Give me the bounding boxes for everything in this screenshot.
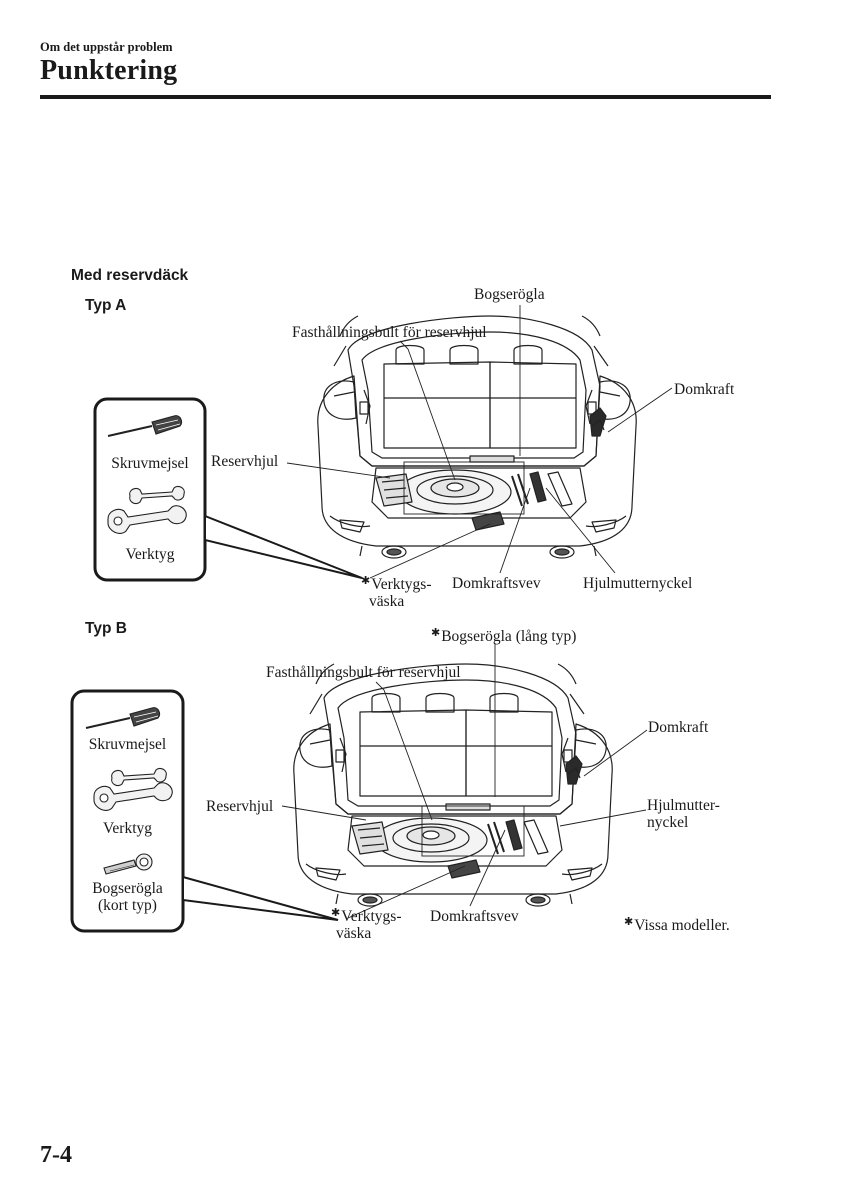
asterisk-marker: ✱ xyxy=(361,575,371,587)
tow-hook-icon xyxy=(103,853,153,875)
callout-jack: Domkraft xyxy=(674,381,735,398)
leader-lines-b xyxy=(281,643,648,919)
callout-lug-wrench: Hjulmutternyckel xyxy=(583,575,693,592)
callout-tow-hook-long: ✱Bogserögla (lång typ) xyxy=(431,627,577,645)
title-rule xyxy=(40,95,771,99)
callout-lug-wrench: Hjulmutter- nyckel xyxy=(647,797,720,831)
tool-label-screwdriver: Skruvmejsel xyxy=(111,455,189,472)
screwdriver-icon xyxy=(85,706,161,729)
type-a-label: Typ A xyxy=(85,297,127,314)
figure-type-b xyxy=(292,663,614,907)
wrench-icon xyxy=(107,505,187,534)
tools-box-a xyxy=(93,397,207,582)
callout-tool-bag: ✱Verktygs- väska xyxy=(361,575,432,610)
tool-label-tool: Verktyg xyxy=(102,820,153,837)
wrench-icon xyxy=(93,782,173,811)
callout-spare-wheel: Reservhjul xyxy=(211,453,279,470)
page-number: 7-4 xyxy=(40,1142,72,1168)
tool-label-tow-hook-short: (kort typ) xyxy=(98,897,157,914)
tool-label-tow-hook: Bogserögla xyxy=(92,880,163,897)
type-b-label: Typ B xyxy=(85,620,127,637)
callout-spare-wheel: Reservhjul xyxy=(206,798,274,815)
callout-tool-bag: ✱Verktygs- väska xyxy=(331,907,402,942)
callout-jack-handle: Domkraftsvev xyxy=(430,908,519,925)
figure-type-a xyxy=(316,315,638,559)
tool-label-tool: Verktyg xyxy=(125,546,175,563)
tool-label-screwdriver: Skruvmejsel xyxy=(88,736,167,753)
callout-tow-hook: Bogserögla xyxy=(474,286,545,303)
tools-box-a-pointer xyxy=(204,514,363,579)
section-kicker: Om det uppstår problem xyxy=(40,40,173,54)
wrench-icon xyxy=(129,485,185,505)
callout-spare-bolt: Fasthållningsbult för reservhjul xyxy=(266,664,461,681)
tools-box-b-pointer xyxy=(182,875,339,921)
callout-jack-handle: Domkraftsvev xyxy=(452,575,541,592)
screwdriver-icon xyxy=(107,414,183,437)
page-title: Punktering xyxy=(40,55,178,86)
asterisk-marker: ✱ xyxy=(431,627,441,639)
footnote: ✱Vissa modeller. xyxy=(624,916,730,934)
section-heading: Med reservdäck xyxy=(71,267,189,284)
leader-lines-a xyxy=(286,305,673,579)
asterisk-marker: ✱ xyxy=(624,916,634,928)
callout-jack: Domkraft xyxy=(648,719,709,736)
wrench-icon xyxy=(111,767,167,787)
asterisk-marker: ✱ xyxy=(331,907,341,919)
callout-spare-bolt: Fasthållningsbult för reservhjul xyxy=(292,324,487,341)
tools-box-b xyxy=(70,689,185,933)
